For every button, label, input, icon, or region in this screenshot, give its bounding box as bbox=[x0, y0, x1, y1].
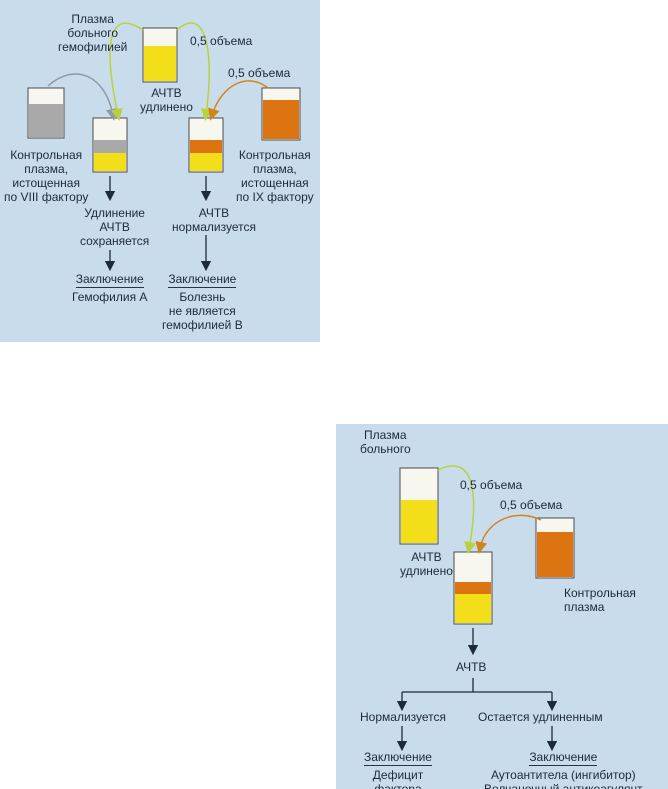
conclusion-right: Заключение Болезнь не является гемофилие… bbox=[162, 272, 243, 332]
control-ix-tube bbox=[261, 87, 301, 141]
half-volume-label-b2: 0,5 объема bbox=[500, 498, 563, 512]
patient-plasma-tube-b bbox=[399, 467, 439, 545]
half-volume-label-b1: 0,5 объема bbox=[460, 478, 523, 492]
gray-transfer-arrow bbox=[47, 73, 118, 121]
orange-transfer-arrow bbox=[208, 80, 269, 121]
result-left-label: Удлинение АЧТВ сохраняется bbox=[80, 206, 150, 248]
control-plasma-tube-b bbox=[535, 517, 575, 579]
conclusion-right-b: Заключение Аутоантитела (ингибитор) Волч… bbox=[484, 750, 643, 789]
aptt-prolonged-label-b: АЧТВ удлинено bbox=[400, 550, 453, 578]
branch-left-label: Нормализуется bbox=[360, 710, 447, 724]
mixing-test-diagram: Плазма больного 0,5 объема 0,5 объема АЧ… bbox=[336, 424, 668, 789]
panel-b-graphics bbox=[396, 465, 575, 752]
green-transfer-arrow-b bbox=[437, 465, 477, 554]
half-volume-label-1: 0,5 объема bbox=[190, 34, 253, 48]
half-volume-label-2: 0,5 объема bbox=[228, 66, 291, 80]
aptt-prolonged-label: АЧТВ удлинено bbox=[140, 86, 193, 114]
control-ix-label: Контрольная плазма, истощенная по IX фак… bbox=[236, 148, 314, 204]
patient-plasma-tube bbox=[142, 27, 178, 83]
hemophilia-a-b-diagram: Плазма больного гемофилией 0,5 объема 0,… bbox=[0, 0, 320, 342]
conclusion-left: Заключение Гемофилия А bbox=[72, 272, 148, 304]
aptt-label-b: АЧТВ bbox=[456, 660, 487, 674]
control-viii-tube bbox=[27, 87, 65, 139]
branch-right-label: Остается удлиненным bbox=[478, 710, 603, 724]
mix-tube-b bbox=[453, 551, 493, 625]
mix-tube-right bbox=[188, 117, 224, 173]
green-transfer-arrow-left bbox=[109, 22, 144, 121]
patient-plasma-label: Плазма больного гемофилией bbox=[58, 12, 128, 54]
mix-tube-left bbox=[92, 117, 128, 173]
panel-a-graphics bbox=[27, 22, 301, 272]
control-plasma-label-b: Контрольная плазма bbox=[564, 586, 636, 614]
green-transfer-arrow-right bbox=[176, 22, 213, 121]
conclusion-left-b: Заключение Дефицит фактора bbox=[364, 750, 432, 789]
patient-plasma-label-b: Плазма больного bbox=[360, 428, 411, 456]
orange-transfer-arrow-b bbox=[475, 514, 542, 554]
result-right-label: АЧТВ нормализуется bbox=[172, 206, 256, 234]
control-viii-label: Контрольная плазма, истощенная по VIII ф… bbox=[4, 148, 89, 204]
